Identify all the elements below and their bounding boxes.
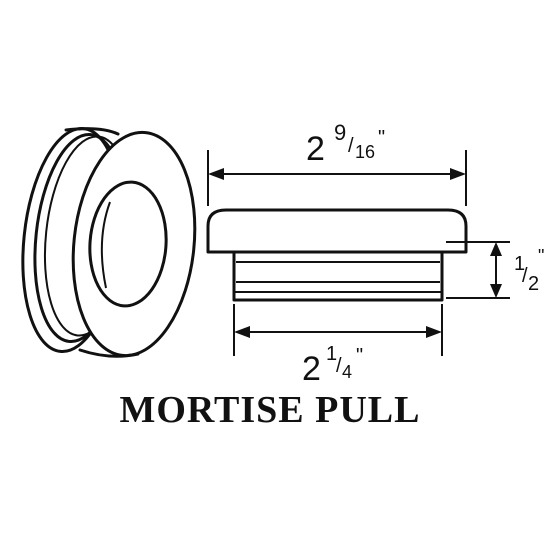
body-height-unit: " [538,246,544,266]
body-height-numerator: 1 [514,253,525,275]
body-width-whole: 2 [302,350,321,388]
perspective-view [21,127,197,358]
body-height-denominator: 2 [528,273,539,295]
body-width-unit: " [356,345,363,367]
overall-width-slash: / [348,135,354,157]
overall-width-unit: " [378,127,385,149]
body-height-slash: / [522,265,528,287]
overall-width-numerator: 9 [334,120,346,145]
diagram-title: MORTISE PULL [119,389,421,431]
body-width-slash: / [336,355,342,377]
overall-width-whole: 2 [306,130,325,168]
overall-width-dimension: 2 9 / 16 " [207,120,467,206]
body-width-denominator: 4 [342,362,352,382]
body-width-dimension: 2 1 / 4 " [233,304,443,388]
body-height-dimension: 1 / 2 " [446,241,544,299]
profile-view [206,208,468,302]
overall-width-denominator: 16 [355,142,375,162]
body-width-numerator: 1 [326,343,337,365]
